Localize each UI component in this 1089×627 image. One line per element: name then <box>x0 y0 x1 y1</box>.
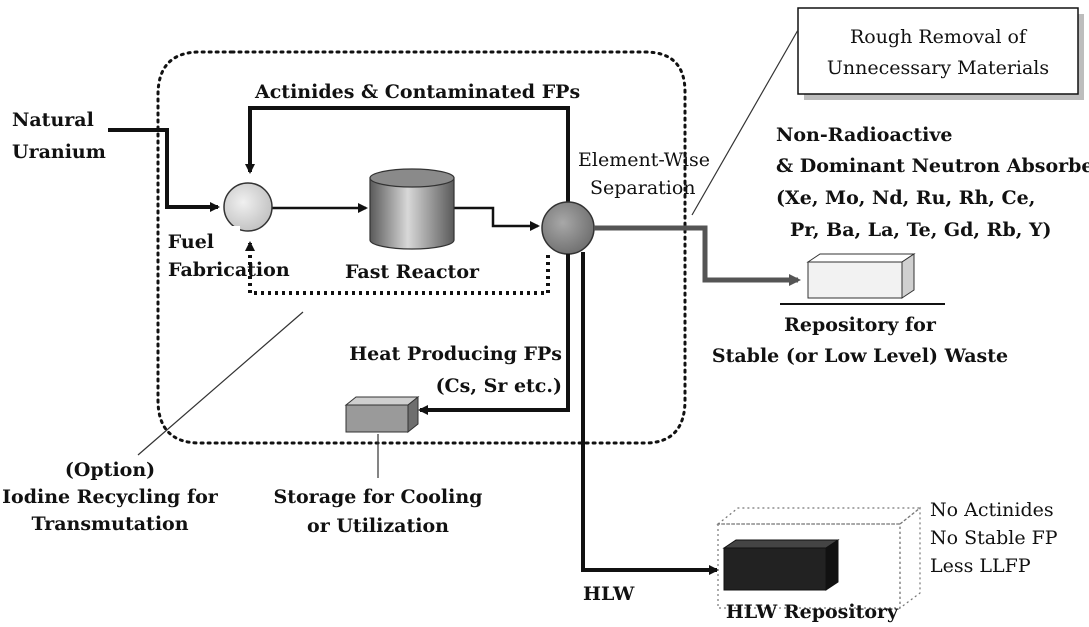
to-hlw-repository-arrow <box>581 252 719 575</box>
iodine-label-2: Iodine Recycling for <box>2 486 219 508</box>
rough-removal-callout <box>691 29 799 216</box>
non-radioactive-label-1: Non-Radioactive <box>776 124 952 146</box>
iodine-callout <box>137 311 304 456</box>
separation-node <box>541 201 595 255</box>
fast-reactor-node <box>369 168 455 250</box>
fast-reactor-label: Fast Reactor <box>345 261 480 283</box>
hlw-note-2: No Stable FP <box>930 527 1058 549</box>
cycle-boundary <box>156 50 687 445</box>
stable-repository-label-2: Stable (or Low Level) Waste <box>712 345 1008 367</box>
rough-removal-box <box>797 7 1084 100</box>
iodine-label-3: Transmutation <box>31 513 188 535</box>
iodine-label-1: (Option) <box>65 459 155 481</box>
natural-uranium-label-2: Uranium <box>12 141 106 163</box>
to-stable-repository-arrow <box>594 225 801 286</box>
stable-repository-label-1: Repository for <box>784 314 937 336</box>
actinides-recycle-arrow <box>245 106 570 228</box>
non-radioactive-label-2: & Dominant Neutron Absorbers <box>776 155 1089 177</box>
non-radioactive-label-3: (Xe, Mo, Nd, Ru, Rh, Ce, <box>776 187 1035 209</box>
reactor-to-separation-arrow <box>454 206 540 231</box>
stable-repository-box <box>780 253 945 305</box>
hlw-repository-label: HLW Repository <box>726 601 899 623</box>
rough-removal-label-1: Rough Removal of <box>850 26 1028 48</box>
non-radioactive-label-4: Pr, Ba, La, Te, Gd, Rb, Y) <box>790 219 1052 241</box>
fuel-fabrication-node <box>223 182 273 232</box>
rough-removal-label-2: Unnecessary Materials <box>827 57 1049 79</box>
heat-fps-label-2: (Cs, Sr etc.) <box>436 375 562 397</box>
heat-fps-label-1: Heat Producing FPs <box>349 343 562 365</box>
hlw-note-1: No Actinides <box>930 499 1054 521</box>
separation-label-1: Element-Wise <box>578 149 710 171</box>
separation-label-2: Separation <box>590 177 696 199</box>
fuel-fabrication-label-2: Fabrication <box>168 259 290 281</box>
fuel-fabrication-label-1: Fuel <box>168 231 214 253</box>
natural-uranium-label-1: Natural <box>12 109 94 131</box>
actinides-label: Actinides & Contaminated FPs <box>254 81 580 103</box>
storage-box <box>344 395 420 434</box>
hlw-repository-box <box>716 506 922 610</box>
hlw-note-3: Less LLFP <box>930 555 1031 577</box>
storage-label-1: Storage for Cooling <box>274 486 483 508</box>
hlw-label: HLW <box>583 583 635 605</box>
storage-label-2: or Utilization <box>307 515 449 537</box>
to-storage-arrow <box>418 254 570 415</box>
uranium-input-arrow <box>108 128 220 212</box>
